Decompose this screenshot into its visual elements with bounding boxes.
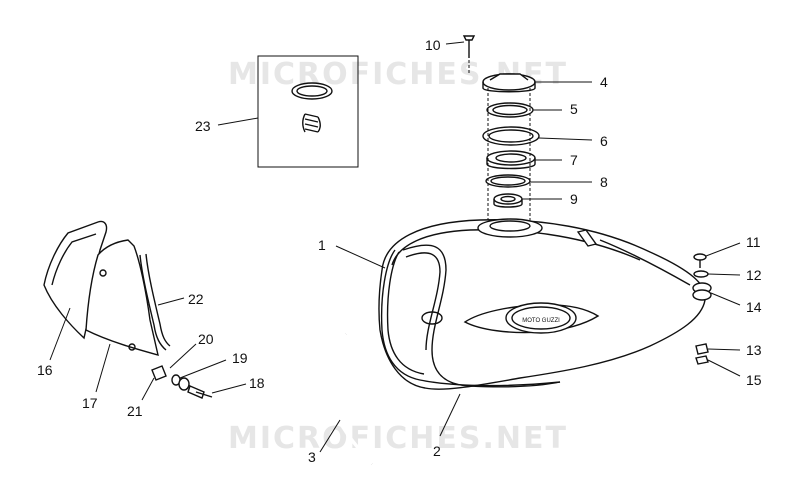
callout-15: 15 [746,372,762,388]
side-cover-17-part [85,239,159,356]
callout-1: 1 [318,237,326,253]
callout-2: 2 [433,443,441,459]
callout-9: 9 [570,191,578,207]
callout-23: 23 [195,118,211,134]
callout-12: 12 [746,267,762,283]
callout-4: 4 [600,74,608,90]
inset-box-23 [257,55,359,168]
callout-22: 22 [188,291,204,307]
callout-5: 5 [570,101,578,117]
callout-20: 20 [198,331,214,347]
tank-emblem: MOTO GUZZI [463,302,600,334]
filler-cap-stack [482,73,540,226]
callout-6: 6 [600,133,608,149]
callout-3: 3 [308,449,316,465]
callout-13: 13 [746,342,762,358]
callout-11: 11 [746,234,761,250]
callout-18: 18 [249,375,265,391]
callout-16: 16 [37,362,53,378]
tank-logo-text: MOTO GUZZI [522,318,560,324]
callout-19: 19 [232,350,248,366]
callout-21: 21 [127,403,143,419]
callout-10: 10 [425,37,441,53]
callout-17: 17 [82,395,98,411]
bolt-10-part [462,35,476,74]
fastener-group-18-21 [151,365,213,399]
side-cover-16-part [43,220,108,340]
callout-labels: 1 2 3 4 5 6 7 8 9 10 11 12 13 14 15 16 1… [37,37,762,465]
spring-part [302,113,321,133]
callout-14: 14 [746,299,762,315]
leader-lines [49,41,741,453]
fastener-group-11-15 [692,253,712,365]
watermark-bottom: MICROFICHES.NET [228,421,568,456]
callout-8: 8 [600,174,608,190]
strip-22-part [139,254,167,351]
fuel-tank-part: MOTO GUZZI [378,218,706,390]
callout-7: 7 [570,152,578,168]
